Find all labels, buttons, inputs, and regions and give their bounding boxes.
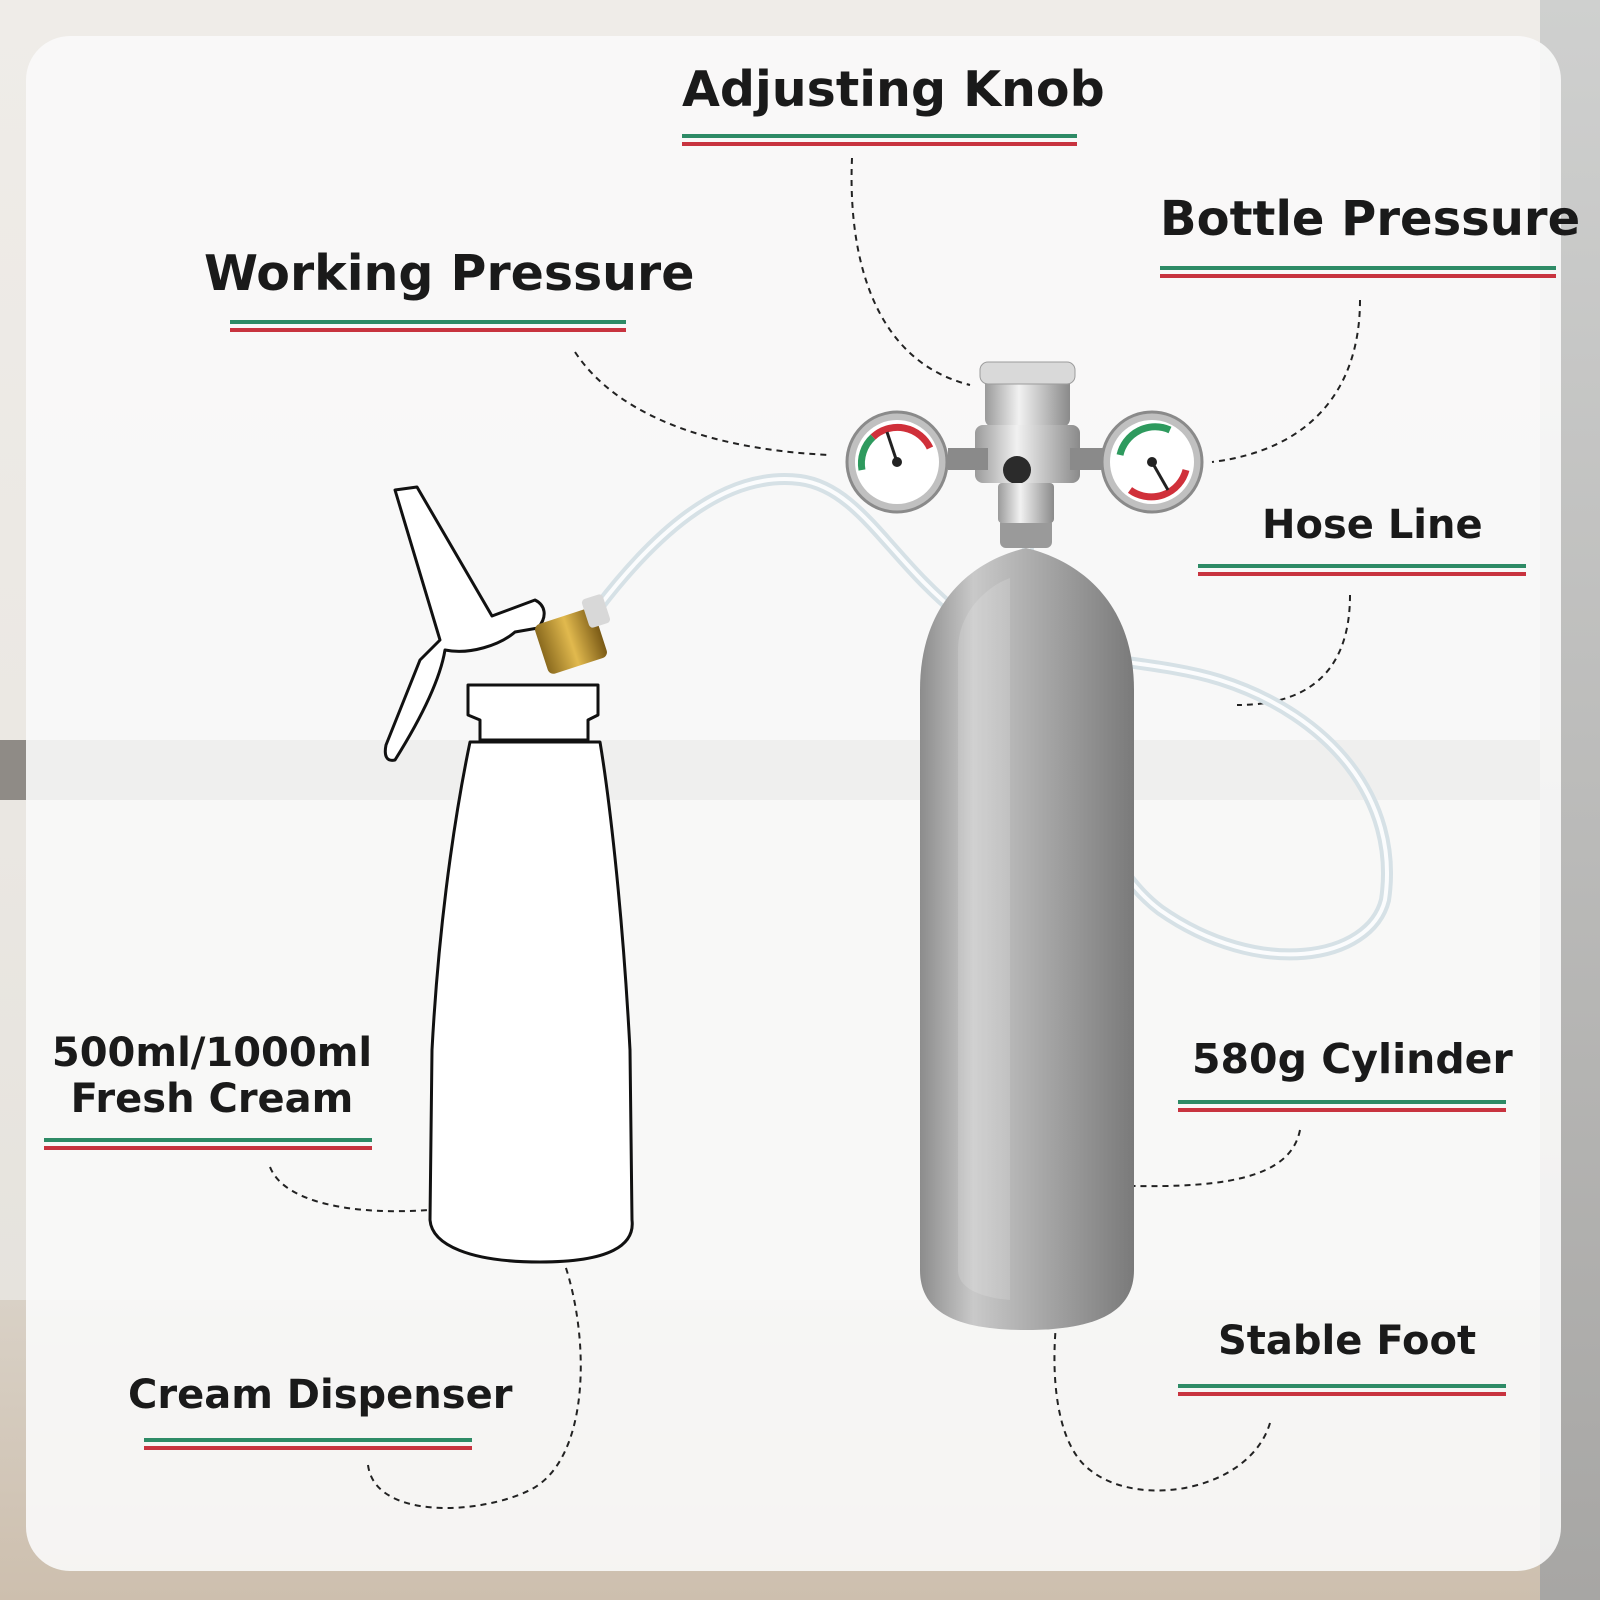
label-fresh-cream: 500ml/1000ml Fresh Cream <box>44 1030 380 1122</box>
underline-fresh-cream <box>44 1138 372 1150</box>
regulator <box>948 361 1110 523</box>
label-adjusting-knob: Adjusting Knob <box>682 61 1105 118</box>
underline-adjusting-knob <box>682 134 1077 146</box>
leader-lines <box>269 157 1361 1509</box>
dispenser-brass-fitting <box>535 594 611 674</box>
gas-cylinder <box>920 518 1134 1330</box>
content-panel <box>26 36 1561 1571</box>
label-working-pressure: Working Pressure <box>204 245 695 302</box>
leader-hose-line <box>1236 594 1351 706</box>
underline-stable-foot <box>1178 1384 1506 1396</box>
underline-cream-dispenser <box>144 1438 472 1450</box>
label-bottle-pressure: Bottle Pressure <box>1160 191 1581 247</box>
label-fresh-cream-text: Fresh Cream <box>70 1076 354 1122</box>
leader-adjusting-knob <box>850 157 971 386</box>
underline-cylinder <box>1178 1100 1506 1112</box>
underline-bottle-pressure <box>1160 266 1556 278</box>
underline-working-pressure <box>230 320 626 332</box>
working-pressure-gauge <box>845 410 949 514</box>
label-cylinder: 580g Cylinder <box>1192 1035 1513 1083</box>
leader-bottle-pressure <box>1211 299 1361 463</box>
bottle-pressure-gauge <box>1100 410 1204 514</box>
cream-dispenser <box>383 485 634 1264</box>
label-stable-foot: Stable Foot <box>1218 1318 1477 1364</box>
leader-fresh-cream <box>269 1166 429 1213</box>
underline-hose-line <box>1198 564 1526 576</box>
label-cream-dispenser: Cream Dispenser <box>128 1372 513 1418</box>
label-hose-line: Hose Line <box>1262 502 1483 548</box>
leader-stable-foot <box>1053 1294 1271 1492</box>
leader-working-pressure <box>574 351 831 456</box>
leader-cylinder <box>1099 1129 1301 1188</box>
label-capacity: 500ml/1000ml <box>51 1030 373 1076</box>
